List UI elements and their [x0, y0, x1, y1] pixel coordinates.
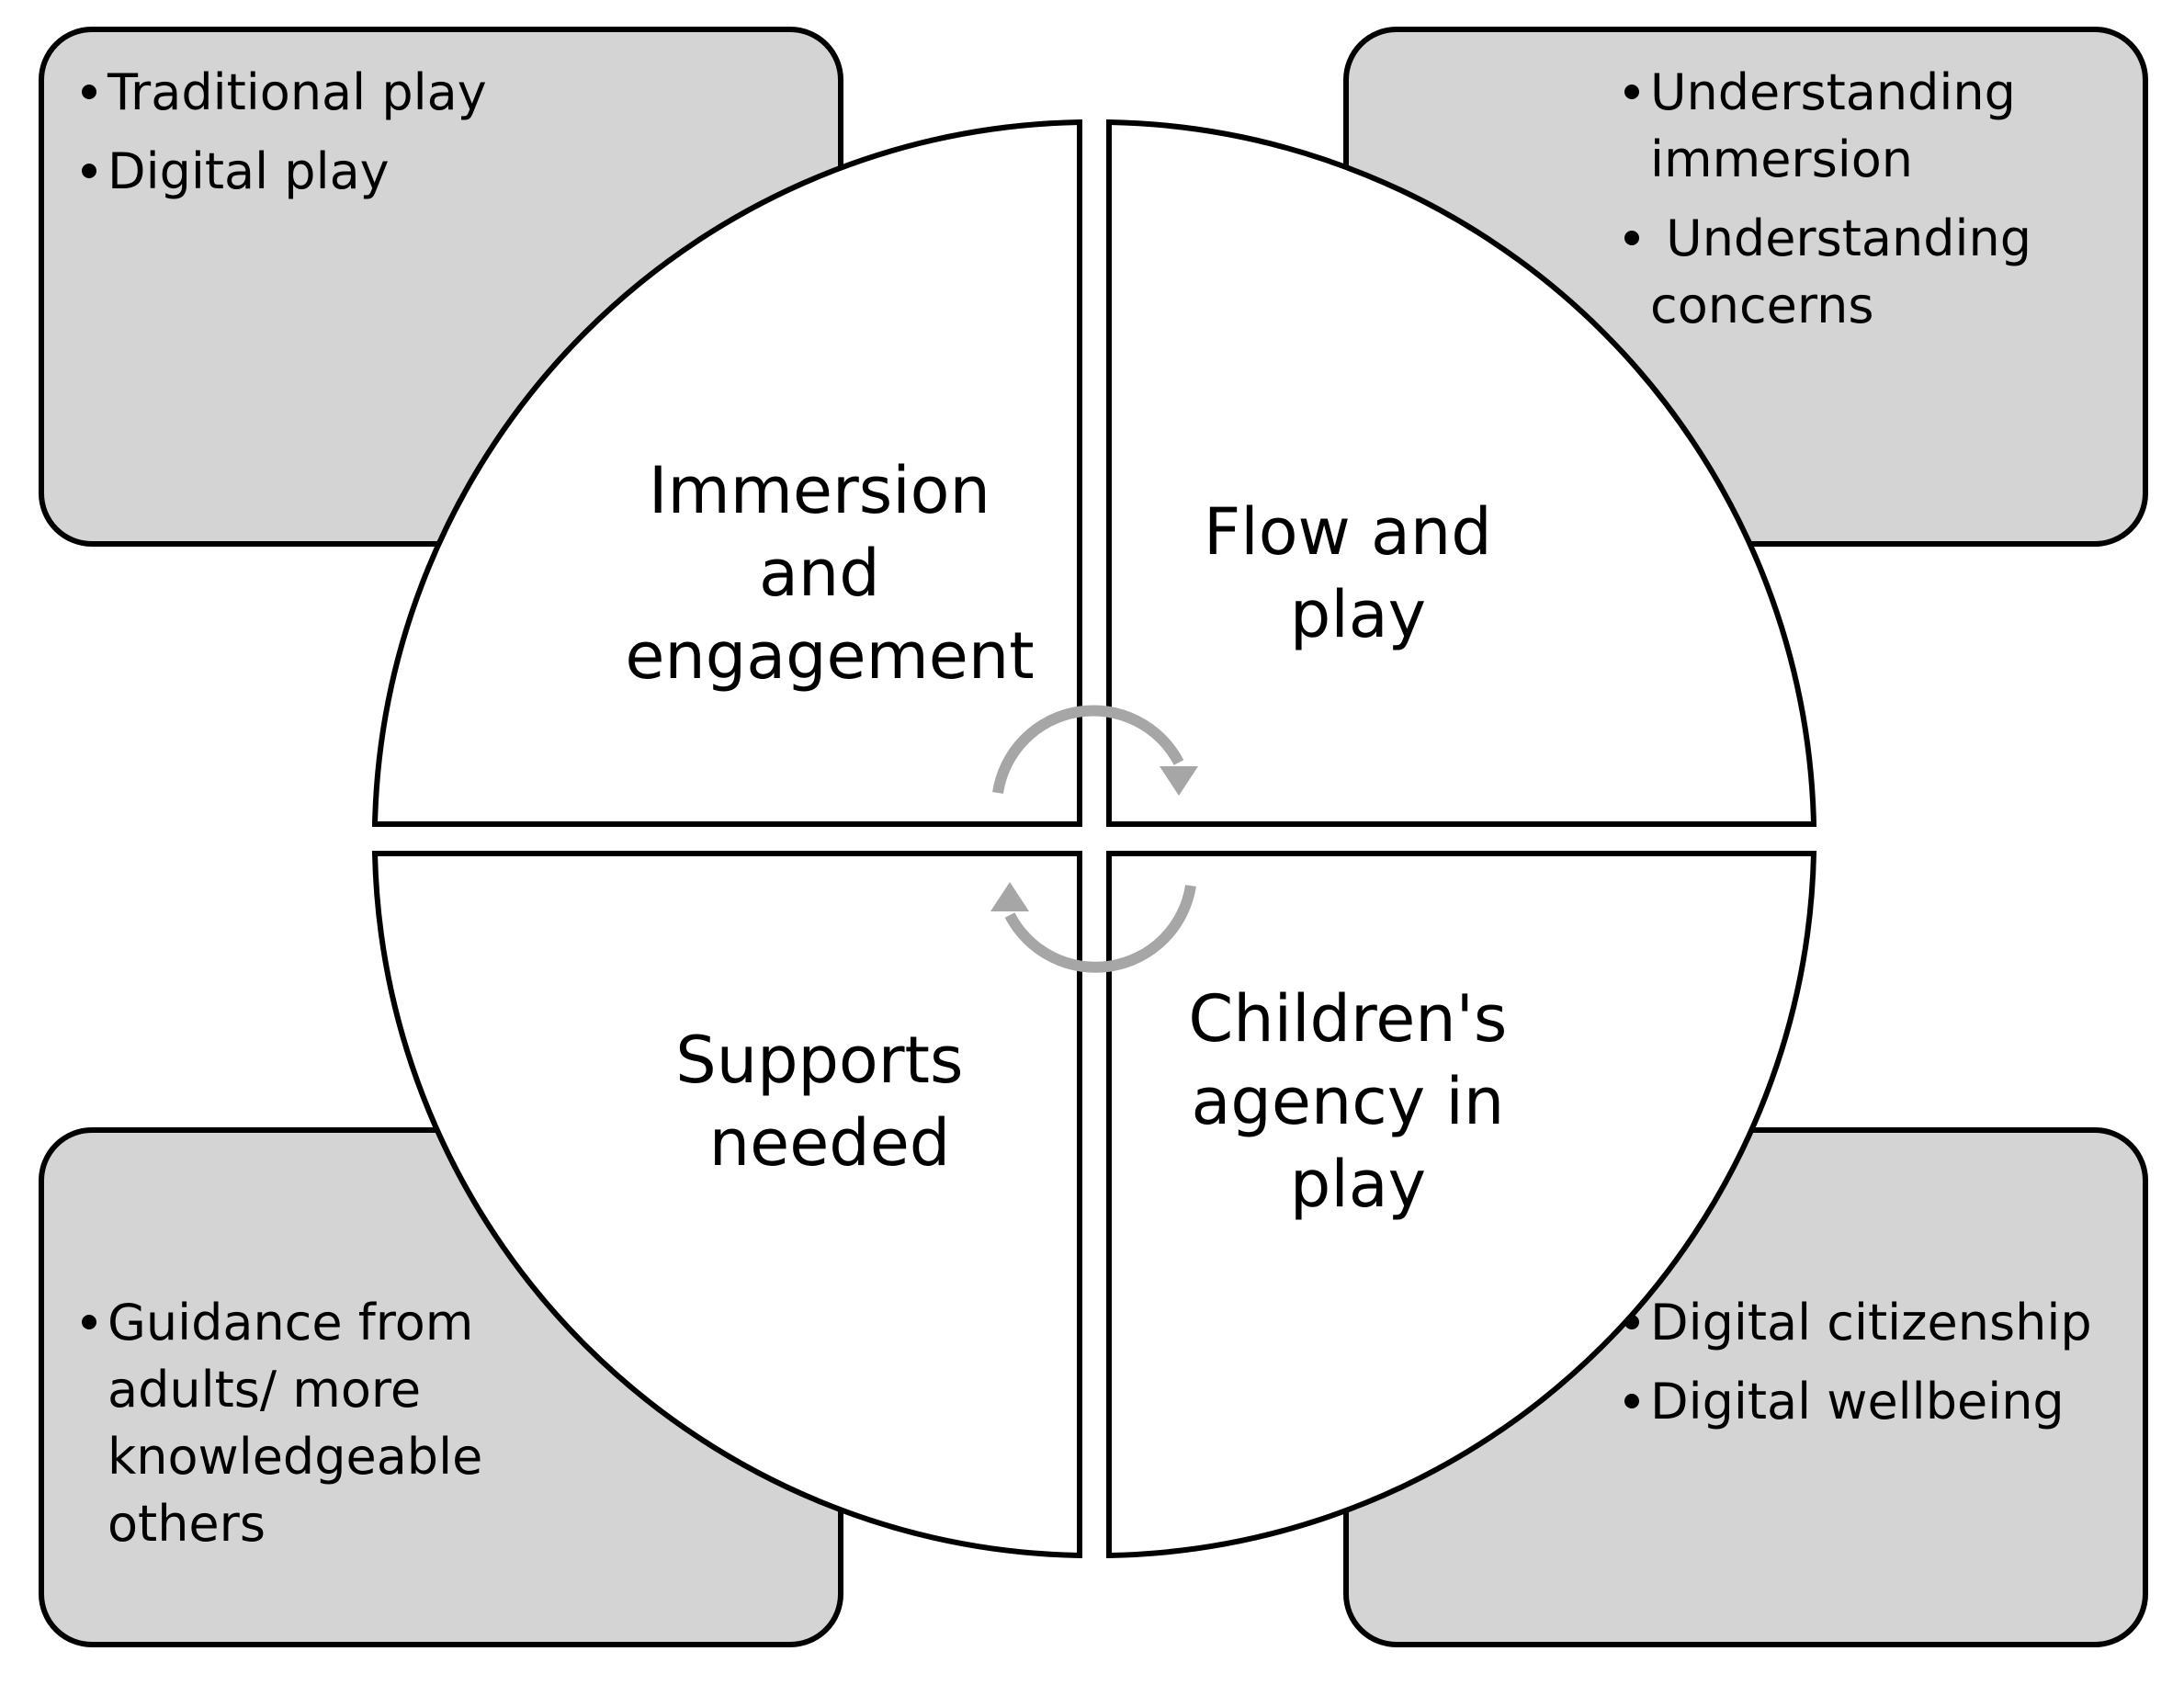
- bullet-text: Traditional play: [107, 63, 487, 121]
- bullet-line: Guidance from: [108, 1294, 473, 1351]
- bullet-list-top-left: Traditional play Digital play: [82, 63, 487, 200]
- bullet-dot: [1624, 1315, 1639, 1329]
- title-line: and: [759, 536, 880, 611]
- bullet-list-bottom-right: Digital citizenship Digital wellbeing: [1624, 1294, 2092, 1431]
- bullet-line: concerns: [1650, 277, 1873, 334]
- quadrant-top-right: [1106, 119, 1817, 827]
- quadrant-title-top-left: Immersion and engagement: [625, 453, 1034, 694]
- bullet-text: Digital wellbeing: [1650, 1373, 2065, 1431]
- title-line: needed: [709, 1105, 950, 1181]
- title-line: Immersion: [649, 453, 990, 528]
- quadrant-title-top-right: Flow and play: [1204, 494, 1512, 652]
- bullet-line: immersion: [1650, 130, 1913, 188]
- quadrant-bottom-left: [371, 851, 1082, 1559]
- title-line: engagement: [625, 618, 1034, 694]
- bullet-dot: [82, 85, 96, 99]
- bullet-line: Understanding: [1650, 63, 2016, 121]
- bullet-line: knowledgeable: [108, 1428, 482, 1486]
- cycle-arc: [1004, 885, 1196, 973]
- title-line: Supports: [675, 1023, 963, 1098]
- bullet-line: others: [108, 1495, 266, 1553]
- bullet-text: Understanding immersion: [1650, 63, 2031, 188]
- bullet-line: Understanding: [1650, 209, 2031, 267]
- quadrant-top-left: [371, 119, 1082, 827]
- quadrant-bottom-right: [1106, 851, 1817, 1559]
- cycle-arc: [992, 705, 1184, 794]
- bullet-line: adults/ more: [108, 1361, 421, 1419]
- bullet-list-top-right: Understanding immersion Understanding co…: [0, 0, 2142, 334]
- quadrant-title-bottom-right: Children's agency in play: [1188, 981, 1527, 1222]
- cycle-arrowhead: [990, 882, 1029, 911]
- bullet-dot: [1624, 85, 1639, 99]
- bullet-text: Guidance from adults/ more knowledgeable…: [108, 1294, 498, 1553]
- bullet-text: Digital citizenship: [1650, 1294, 2092, 1351]
- title-line: play: [1290, 1147, 1426, 1222]
- bullet-dot: [82, 1315, 96, 1329]
- cycle-arrow-bottom-icon: [990, 882, 1196, 973]
- title-line: agency in: [1191, 1064, 1504, 1139]
- bullet-text: Understanding concerns: [0, 0, 2142, 334]
- title-line: play: [1290, 577, 1426, 652]
- title-line: Children's: [1188, 981, 1507, 1057]
- bullet-dot: [82, 164, 96, 178]
- title-line: Flow and: [1204, 494, 1492, 570]
- cycle-arrow-top-icon: [992, 705, 1198, 796]
- bullet-text: Digital play: [108, 142, 390, 200]
- bullet-dot: [1624, 1394, 1639, 1408]
- quadrant-title-bottom-left: Supports needed: [675, 1023, 983, 1181]
- bullet-dot: [1624, 231, 1639, 245]
- cycle-arrowhead: [1160, 766, 1198, 796]
- bullet-list-bottom-left: Guidance from adults/ more knowledgeable…: [82, 1294, 498, 1553]
